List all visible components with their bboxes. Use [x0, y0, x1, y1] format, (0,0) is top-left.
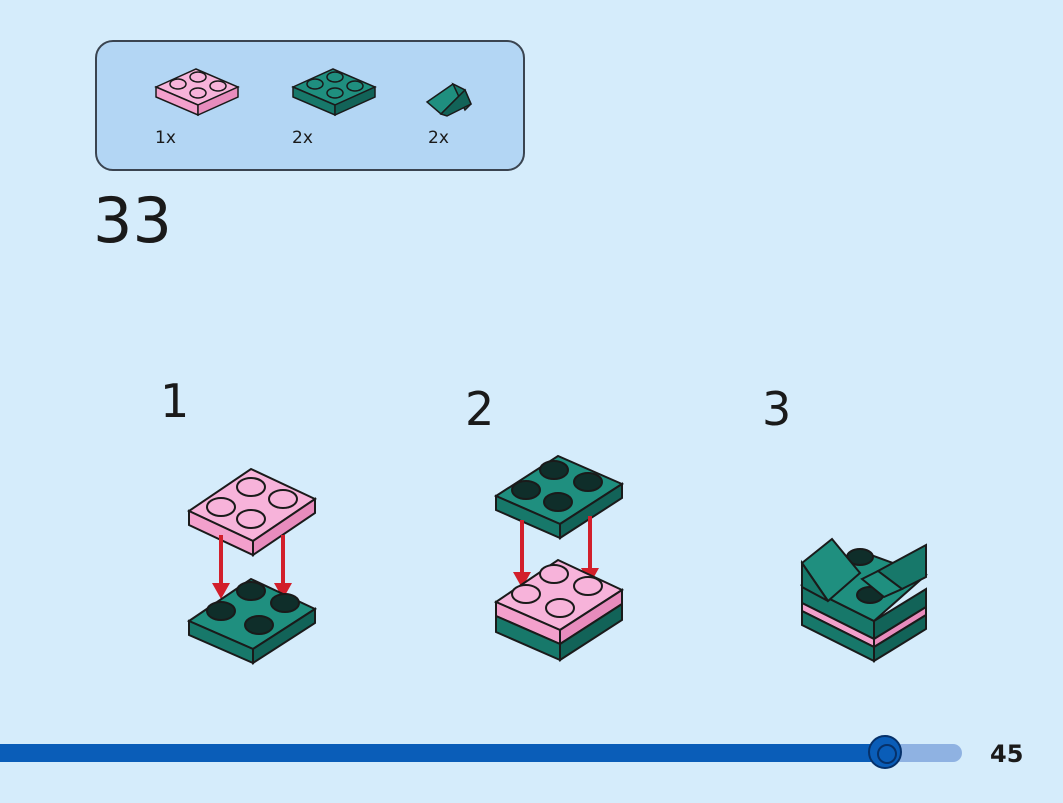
- substep-2-drawing: [493, 454, 625, 662]
- progress-knob-icon: [868, 735, 902, 769]
- teal-slope-icon: [425, 82, 472, 117]
- substep-1-drawing: [186, 467, 318, 665]
- step-number: 33: [93, 184, 172, 257]
- substep-label-2: 2: [465, 382, 495, 436]
- substep-2-illustration: [492, 452, 632, 671]
- part-teal-plate: [289, 67, 379, 127]
- substep-label-1: 1: [160, 374, 190, 428]
- substep-3-drawing: [799, 537, 928, 663]
- substep-3-illustration: [798, 535, 933, 669]
- page-number: 45: [990, 740, 1024, 768]
- substep-1-illustration: [185, 465, 325, 669]
- substep-label-3: 3: [762, 382, 792, 436]
- part-qty-teal-slope: 2x: [428, 128, 449, 148]
- part-qty-pink: 1x: [155, 128, 176, 148]
- pink-plate-icon: [154, 68, 240, 117]
- part-qty-teal-plate: 2x: [292, 128, 313, 148]
- part-pink-plate: [152, 67, 242, 127]
- part-teal-slope: [425, 80, 475, 120]
- progress-bar: [0, 735, 962, 769]
- teal-plate-icon: [291, 68, 377, 117]
- progress-fill: [0, 744, 885, 762]
- parts-list-box: 1x 2x 2x: [95, 40, 525, 171]
